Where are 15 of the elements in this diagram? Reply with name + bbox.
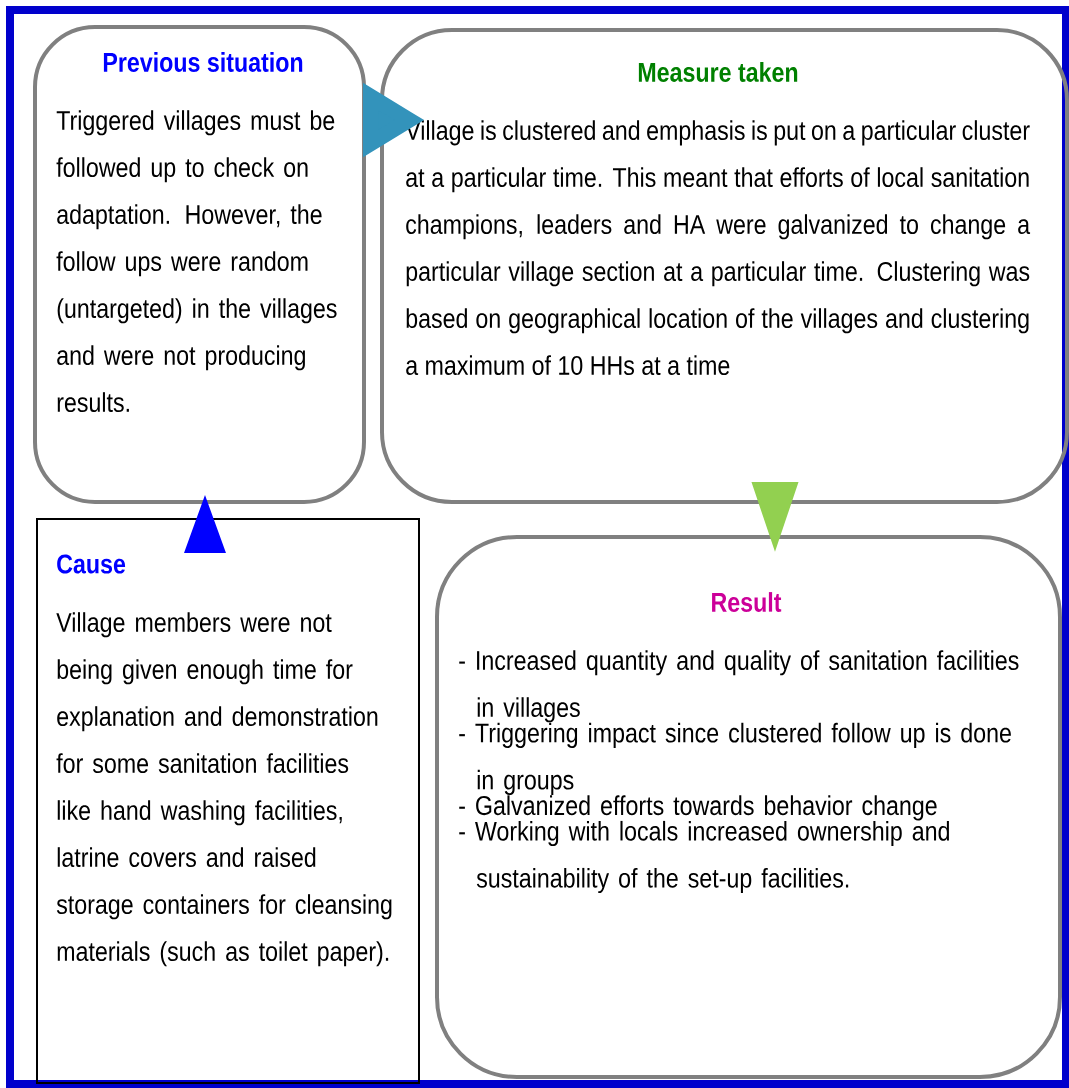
bullet-item: - Triggering impact since clustered follow up is done in groups bbox=[459, 722, 1011, 795]
body-text: Village members were not being given enough time for explanation and demonstration for some sanitation facilities like hand washing facilities, latrine covers and raised storage containers for cleansing materials (such as toilet paper). bbox=[56, 612, 392, 967]
rounded-box bbox=[435, 535, 1062, 1079]
rounded-box bbox=[33, 25, 366, 504]
box-heading: Previous situation bbox=[103, 52, 303, 72]
text-box bbox=[36, 518, 420, 1084]
rounded-box bbox=[380, 28, 1069, 504]
bullet-item: - Working with locals increased ownership and sustainability of the set-up facilities. bbox=[459, 820, 949, 894]
box-heading: Measure taken bbox=[638, 62, 798, 82]
box-heading: Result bbox=[712, 592, 782, 612]
bullet-item: - Increased quantity and quality of sanitation facilities in villages bbox=[459, 650, 1019, 723]
bullet-item: - Galvanized efforts towards behavior change bbox=[459, 795, 937, 821]
body-text: Triggered villages must be followed up to check on adaptation. However, the follow ups were random (untargeted) in the villages and were not producing results. bbox=[56, 110, 337, 413]
body-text: Village is clustered and emphasis is put on a particular cluster at a particular time. This meant that efforts of local sanitation champions, leaders and HA were galvanized to change a particular village section at a particular time. Clustering was based on geographical location of the villages and clustering a maximum of 10 HHs at a time bbox=[405, 120, 1031, 376]
box-heading: Cause bbox=[57, 554, 126, 574]
